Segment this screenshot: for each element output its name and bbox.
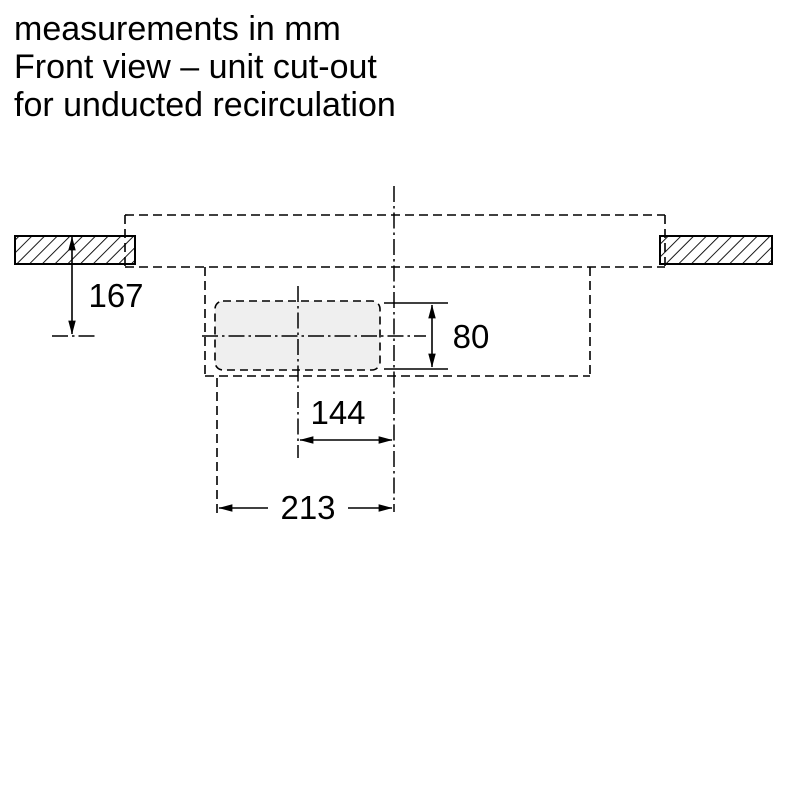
title-line-3: for unducted recirculation (14, 86, 396, 124)
worktop-right-section (659, 235, 773, 265)
worktop-left-section (14, 235, 136, 265)
dim-144-label: 144 (310, 394, 365, 431)
title-line-2: Front view – unit cut-out (14, 48, 377, 86)
dim-80-label: 80 (453, 318, 490, 355)
dim-167-label: 167 (88, 277, 143, 314)
title-line-1: measurements in mm (14, 10, 341, 48)
dim-213-label: 213 (280, 489, 335, 526)
